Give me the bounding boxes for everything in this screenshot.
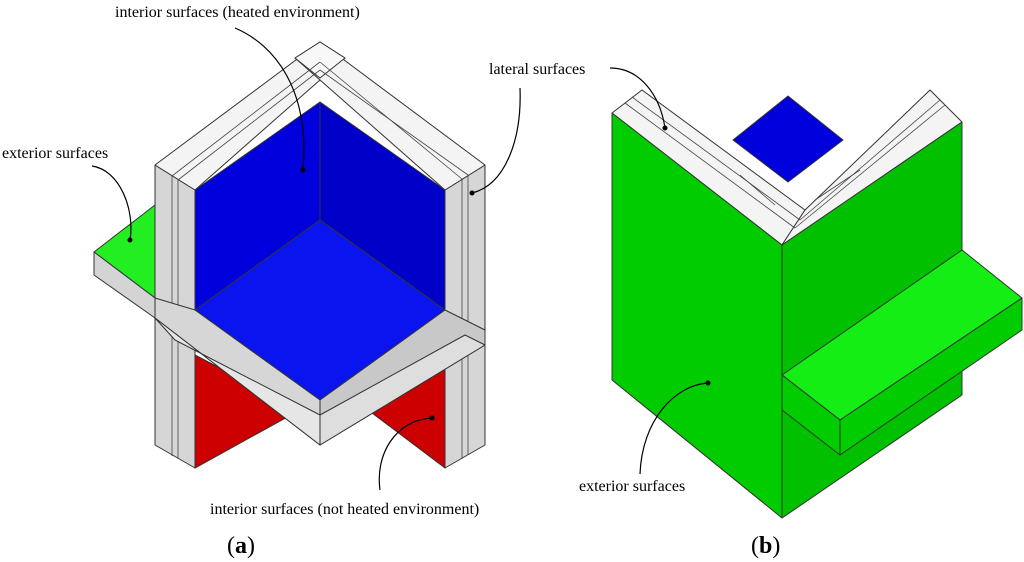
leader-exterior-b: [639, 382, 709, 475]
heated-glimpse: [732, 95, 844, 183]
leader-exterior-a: [91, 165, 132, 241]
caption-a: (a): [227, 533, 255, 559]
label-interior-not-heated: interior surfaces (not heated environmen…: [210, 501, 479, 518]
panel-a: interior surfaces (heated environment) l…: [2, 4, 585, 559]
label-interior-heated: interior surfaces (heated environment): [115, 4, 360, 21]
caption-b: (b): [751, 533, 780, 559]
wall-top-corner: [294, 41, 346, 79]
label-exterior-surfaces-b: exterior surfaces: [579, 478, 685, 495]
leader-interior-heated: [234, 27, 305, 171]
exterior-slab-side-b: [781, 374, 841, 456]
label-exterior-surfaces-a: exterior surfaces: [2, 145, 108, 162]
leader-not-heated: [378, 417, 433, 491]
leader-lateral-a: [471, 87, 521, 194]
floor-slab-top-strip-right: [319, 334, 486, 446]
leader-lateral-b: [609, 67, 666, 129]
label-lateral-surfaces: lateral surfaces: [489, 61, 585, 78]
panel-b: exterior surfaces (b): [579, 67, 1023, 559]
